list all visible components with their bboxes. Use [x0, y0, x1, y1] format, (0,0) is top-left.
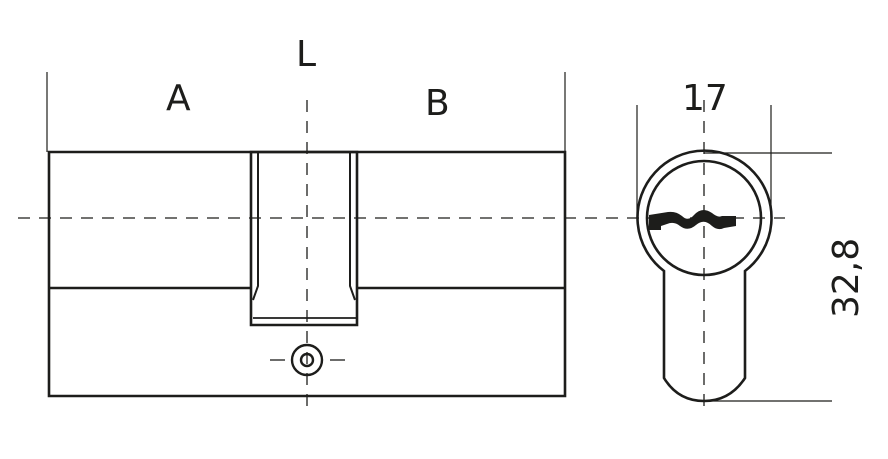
- dimension-label-17: 17: [682, 78, 728, 119]
- dimension-label-B: B: [425, 83, 450, 124]
- cylinder-side-view: [47, 150, 567, 398]
- dimension-label-32-8: 32,8: [826, 238, 867, 318]
- dimension-label-A: A: [166, 78, 191, 119]
- dimension-label-L: L: [296, 34, 316, 75]
- cylinder-front-profile: [636, 149, 773, 403]
- keyway-icon: [649, 209, 736, 230]
- screw-hole-icon: [270, 343, 345, 377]
